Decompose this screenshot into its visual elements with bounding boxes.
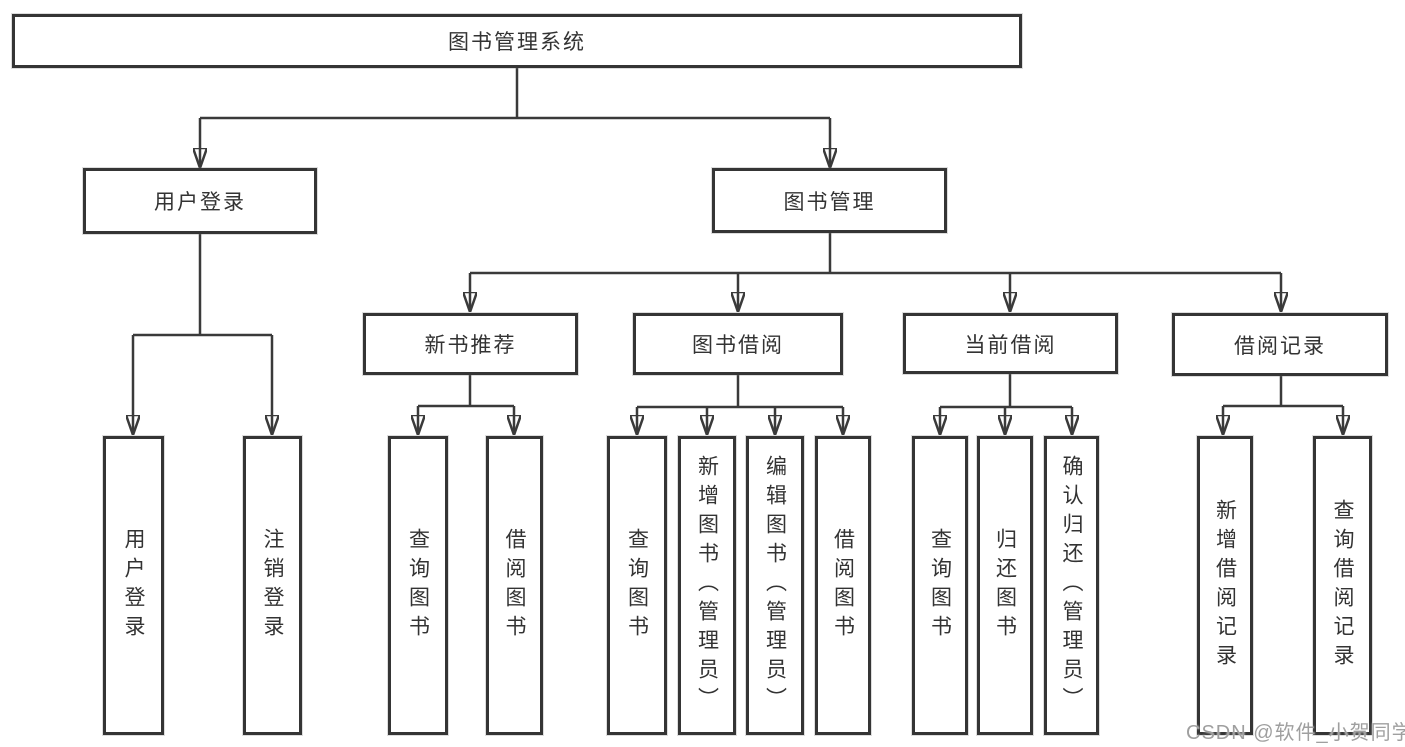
leaf-current-confirm-admin: 确认归还（管理员）	[1044, 436, 1099, 735]
leaf-records-add: 新增借阅记录	[1197, 436, 1253, 735]
leaf-label: 确认归还（管理员）	[1060, 455, 1083, 716]
node-borrow-records: 借阅记录	[1172, 313, 1388, 376]
node-user-login: 用户登录	[83, 168, 317, 234]
leaf-borrow-query: 查询图书	[607, 436, 667, 735]
leaf-label: 查询借阅记录	[1331, 498, 1354, 673]
node-book-borrow: 图书借阅	[633, 313, 843, 375]
leaf-label: 新增借阅记录	[1213, 498, 1237, 673]
leaf-borrow-book: 借阅图书	[815, 436, 871, 735]
leaf-logout: 注销登录	[243, 436, 302, 735]
node-book-mgmt: 图书管理	[712, 168, 947, 233]
node-current-borrow: 当前借阅	[903, 313, 1118, 374]
leaf-records-query: 查询借阅记录	[1313, 436, 1372, 735]
leaf-current-query: 查询图书	[912, 436, 968, 735]
leaf-current-return: 归还图书	[977, 436, 1033, 735]
leaf-label: 查询图书	[406, 527, 430, 644]
node-new-books: 新书推荐	[363, 313, 578, 375]
leaf-newbooks-query: 查询图书	[388, 436, 448, 735]
leaf-label: 用户登录	[122, 527, 145, 644]
leaf-borrow-edit-admin: 编辑图书（管理员）	[746, 436, 804, 735]
csdn-watermark: CSDN @软件_小贺同学	[1186, 722, 1405, 744]
leaf-label: 归还图书	[993, 527, 1017, 644]
leaf-label: 借阅图书	[503, 527, 526, 644]
leaf-label: 查询图书	[625, 527, 649, 644]
node-root: 图书管理系统	[12, 14, 1022, 68]
leaf-newbooks-borrow: 借阅图书	[486, 436, 543, 735]
leaf-user-login: 用户登录	[103, 436, 164, 735]
leaf-label: 新增图书（管理员）	[695, 455, 719, 716]
leaf-label: 查询图书	[928, 527, 952, 644]
leaf-borrow-add-admin: 新增图书（管理员）	[678, 436, 736, 735]
leaf-label: 借阅图书	[831, 527, 855, 644]
leaf-label: 注销登录	[261, 527, 284, 644]
leaf-label: 编辑图书（管理员）	[763, 455, 787, 716]
